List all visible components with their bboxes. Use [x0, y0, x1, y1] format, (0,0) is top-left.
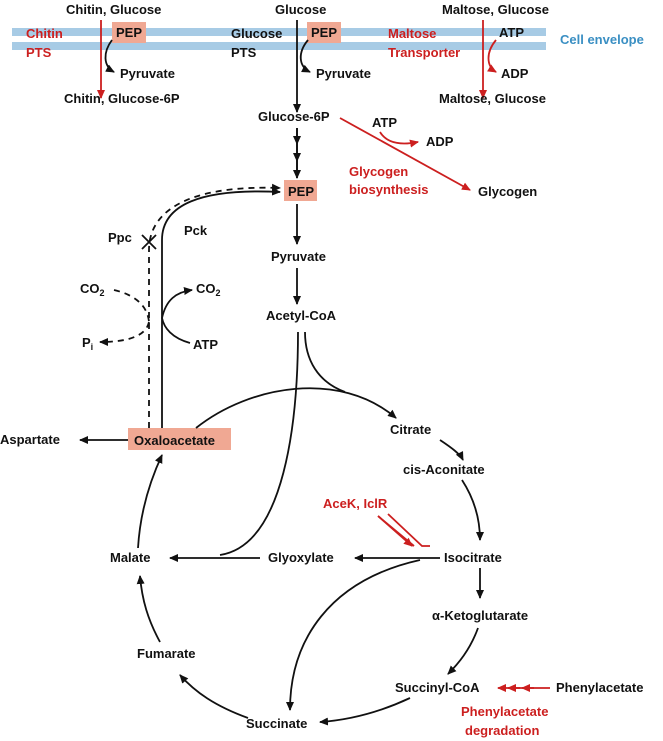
acetylcoa-into-malate-synthase: [219, 331, 299, 556]
glucose-input: Glucose: [275, 2, 326, 17]
cell-membrane: [12, 28, 546, 50]
ppc-to-pi: [99, 321, 150, 346]
maltose-adp-label: ADP: [501, 66, 529, 81]
isocitrate-label: Isocitrate: [444, 550, 502, 565]
glucose-pep-to-pyruvate: [299, 39, 311, 73]
citrate-to-cisaconitate-arrow: [439, 439, 464, 461]
glycogen-biosynthesis-label-2: biosynthesis: [349, 182, 428, 197]
phenylacetate-degradation-label-1: Phenylacetate: [461, 704, 548, 719]
atp-into-pck: [161, 317, 191, 344]
acetyl-coa-label: Acetyl-CoA: [266, 308, 337, 323]
fumarate-label: Fumarate: [137, 646, 196, 661]
phenylacetate-label: Phenylacetate: [556, 680, 643, 695]
acek-iclr-label: AceK, IclR: [323, 496, 388, 511]
co2-in-text: CO: [80, 281, 100, 296]
glycogen-biosynthesis-label-1: Glycogen: [349, 164, 408, 179]
glycogen-atp-label: ATP: [372, 115, 397, 130]
pi-text: P: [82, 335, 91, 350]
glucose-pyruvate-label: Pyruvate: [316, 66, 371, 81]
regulation-arrow: [377, 515, 413, 547]
ppc-blocked-cross: [141, 234, 157, 250]
co2-out-text: CO: [196, 281, 216, 296]
citrate-label: Citrate: [390, 422, 431, 437]
pi-subscript: i: [91, 342, 94, 352]
pep-box-glycolysis: [284, 180, 317, 201]
succinyl-coa-label: Succinyl-CoA: [395, 680, 480, 695]
pck-atp-label: ATP: [193, 337, 218, 352]
chitin-glucose-input: Chitin, Glucose: [66, 2, 161, 17]
glucose-pep-label: PEP: [311, 25, 337, 40]
ppc-dashed-arrow-to-pep: [148, 183, 281, 428]
maltose-outputs: Maltose, Glucose: [439, 91, 546, 106]
glucose-pts-label-1: Glucose: [231, 26, 282, 41]
chitin-pyruvate-label: Pyruvate: [120, 66, 175, 81]
pi-label: Pi: [82, 335, 93, 352]
akg-to-succinylcoa-arrow: [447, 627, 479, 675]
co2-in-label: CO2: [80, 281, 105, 298]
malate-label: Malate: [110, 550, 150, 565]
cisaconitate-to-isocitrate-arrow: [461, 479, 484, 541]
maltose-transporter-label-2: Transporter: [388, 45, 460, 60]
pyruvate-label: Pyruvate: [271, 249, 326, 264]
glucose-pts-label-2: PTS: [231, 45, 257, 60]
chitin-pts-label-2: PTS: [26, 45, 52, 60]
cis-aconitate-label: cis-Aconitate: [403, 462, 485, 477]
maltose-atp-to-adp: [487, 39, 497, 73]
co2-in-subscript: 2: [100, 288, 105, 298]
oxaloacetate-box: [128, 428, 231, 450]
ppc-label: Ppc: [108, 230, 132, 245]
regulation-inhibition-bar: [387, 513, 430, 547]
co2-out-subscript: 2: [216, 288, 221, 298]
pck-to-co2: [161, 287, 193, 319]
chitin-pep-to-pyruvate: [104, 39, 115, 73]
pck-label: Pck: [184, 223, 208, 238]
maltose-transporter-label-1: Maltose: [388, 26, 436, 41]
fumarate-to-malate-arrow: [136, 575, 161, 643]
pck-arrow-oxaloacetate-to-pep: [161, 187, 281, 428]
chitin-pep-label: PEP: [116, 25, 142, 40]
pep-box-chitin: [112, 22, 146, 43]
cell-envelope-label: Cell envelope: [560, 32, 644, 47]
co2-out-label: CO2: [196, 281, 221, 298]
glucose-6p-label: Glucose-6P: [258, 109, 330, 124]
co2-into-ppc: [113, 289, 150, 323]
glyoxylate-label: Glyoxylate: [268, 550, 334, 565]
oxaloacetate-label: Oxaloacetate: [134, 433, 215, 448]
phenylacetate-degradation-label-2: degradation: [465, 723, 539, 738]
chitin-pts-label-1: Chitin: [26, 26, 63, 41]
aspartate-label: Aspartate: [0, 432, 60, 447]
maltose-glucose-input: Maltose, Glucose: [442, 2, 549, 17]
acetylcoa-into-citrate: [304, 331, 346, 393]
glycogen-adp-label: ADP: [426, 134, 454, 149]
maltose-atp-label: ATP: [499, 25, 524, 40]
malate-to-oxaloacetate-arrow: [137, 454, 163, 549]
chitin-outputs: Chitin, Glucose-6P: [64, 91, 180, 106]
pep-box-glucose: [307, 22, 341, 43]
glycogen-label: Glycogen: [478, 184, 537, 199]
pep-label: PEP: [288, 184, 314, 199]
succinate-to-fumarate-arrow: [179, 674, 249, 719]
succinylcoa-to-succinate-arrow: [319, 697, 411, 726]
alpha-ketoglutarate-label: α-Ketoglutarate: [432, 608, 528, 623]
succinate-label: Succinate: [246, 716, 307, 731]
isocitrate-to-succinate-arrow: [286, 559, 421, 711]
glycogen-atp-to-adp: [379, 131, 419, 148]
glycogen-biosynthesis-arrow: [339, 117, 471, 191]
